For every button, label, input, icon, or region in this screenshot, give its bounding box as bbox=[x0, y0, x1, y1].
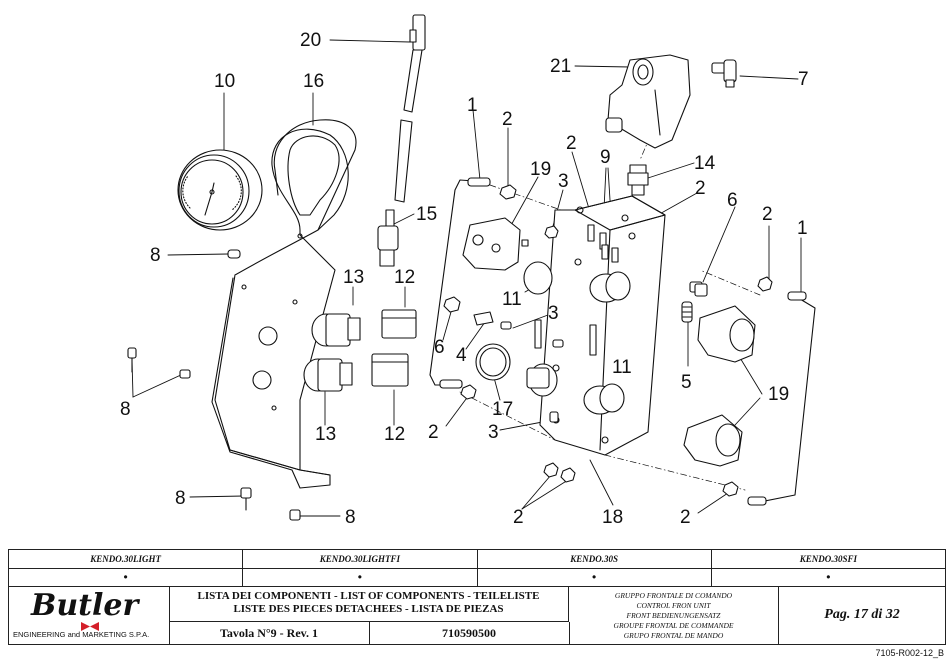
callout-11-b: 11 bbox=[612, 357, 632, 378]
document-code: 7105-R002-12_B bbox=[875, 648, 944, 658]
callout-2-c: 2 bbox=[695, 178, 706, 199]
model-mark: • bbox=[826, 570, 831, 584]
part-17-ring bbox=[475, 343, 511, 381]
group-desc-line: GRUPPO FRONTALE DI COMANDO bbox=[614, 591, 733, 600]
group-desc-line: FRONT BEDIENUNGENSATZ bbox=[626, 611, 721, 620]
part-21-cap bbox=[605, 54, 691, 149]
model-mark-row: • • • • bbox=[9, 568, 945, 587]
bowtie-icon bbox=[81, 622, 99, 631]
model-name: KENDO.30LIGHTFI bbox=[243, 550, 478, 568]
callout-3-b: 3 bbox=[548, 303, 559, 324]
list-title-line: LISTE DES PIECES DETACHEES - LISTA DE PI… bbox=[233, 603, 504, 615]
group-desc-line: GROUPE FRONTAL DE COMMANDE bbox=[613, 621, 734, 630]
callout-8-b: 8 bbox=[120, 399, 131, 420]
callout-1-left: 1 bbox=[467, 95, 478, 116]
callout-17: 17 bbox=[492, 399, 514, 420]
part-1-rod-left bbox=[429, 177, 491, 389]
brand-subtitle: ENGINEERING and MARKETING S.P.A. bbox=[13, 630, 150, 639]
group-desc-line: CONTROL FRON UNIT bbox=[636, 601, 711, 610]
components-list-title: LISTA DEI COMPONENTI - LIST OF COMPONENT… bbox=[169, 586, 569, 622]
callout-3-a: 3 bbox=[558, 171, 569, 192]
callout-16: 16 bbox=[303, 71, 325, 92]
callout-2-e: 2 bbox=[428, 422, 439, 443]
callout-4: 4 bbox=[456, 345, 467, 366]
callout-1-right: 1 bbox=[797, 218, 808, 239]
part-13-switches bbox=[303, 313, 361, 392]
callout-2-a: 2 bbox=[502, 109, 513, 130]
callout-2-b: 2 bbox=[566, 133, 577, 154]
part-20-tube bbox=[394, 14, 426, 203]
callout-8-a: 8 bbox=[150, 245, 161, 266]
part-4-screw bbox=[473, 311, 494, 326]
part-14-nipple bbox=[627, 164, 649, 196]
list-title-line: LISTA DEI COMPONENTI - LIST OF COMPONENT… bbox=[197, 590, 540, 602]
callout-10: 10 bbox=[214, 71, 236, 92]
callout-3-c: 3 bbox=[488, 422, 499, 443]
callout-2-g: 2 bbox=[680, 507, 691, 528]
callout-6-a: 6 bbox=[727, 190, 738, 211]
page-number: Pag. 17 di 32 bbox=[824, 607, 900, 622]
callout-8-d: 8 bbox=[345, 507, 356, 528]
parts-illustration bbox=[127, 14, 816, 521]
part-10-gauge bbox=[177, 149, 263, 231]
model-header-row: KENDO.30LIGHT KENDO.30LIGHTFI KENDO.30S … bbox=[9, 550, 945, 569]
brand-logo: Butler ENGINEERING and MARKETING S.P.A. bbox=[9, 586, 170, 644]
callout-6-b: 6 bbox=[434, 337, 445, 358]
callout-11-a: 11 bbox=[502, 289, 522, 310]
model-name: KENDO.30SFI bbox=[799, 554, 857, 564]
part-8-screws bbox=[127, 249, 301, 521]
part-7-elbow bbox=[711, 59, 737, 88]
group-description: GRUPPO FRONTALE DI COMANDO CONTROL FRON … bbox=[569, 586, 779, 644]
exploded-view-drawing: 20 10 16 21 7 1 2 19 3 2 9 14 2 15 8 13 … bbox=[120, 14, 816, 528]
brand-name: Butler bbox=[31, 588, 139, 623]
callout-13-a: 13 bbox=[343, 267, 365, 288]
callout-12-b: 12 bbox=[384, 424, 406, 445]
model-mark: • bbox=[243, 568, 478, 586]
table-revision: Tavola N°9 - Rev. 1 bbox=[169, 622, 370, 644]
callout-12-a: 12 bbox=[394, 267, 416, 288]
part-15-fitting bbox=[377, 209, 399, 267]
callout-15: 15 bbox=[416, 204, 438, 225]
callout-20: 20 bbox=[300, 30, 322, 51]
group-desc-line: GRUPO FRONTAL DE MANDO bbox=[623, 631, 724, 640]
callout-2-d: 2 bbox=[762, 204, 773, 225]
model-mark: • bbox=[478, 568, 712, 586]
part-12-relays bbox=[371, 309, 417, 387]
callout-8-c: 8 bbox=[175, 488, 186, 509]
small-nuts bbox=[443, 184, 773, 497]
callout-18: 18 bbox=[602, 507, 624, 528]
callout-5: 5 bbox=[681, 372, 692, 393]
model-name: KENDO.30S bbox=[478, 550, 712, 568]
model-name: KENDO.30LIGHT bbox=[9, 550, 244, 568]
callout-21: 21 bbox=[550, 56, 572, 77]
callout-19-b: 19 bbox=[768, 384, 790, 405]
part-16-panel bbox=[211, 119, 357, 489]
callout-14: 14 bbox=[694, 153, 716, 174]
callout-2-f: 2 bbox=[513, 507, 524, 528]
callout-9: 9 bbox=[600, 147, 611, 168]
part-5-spring bbox=[681, 301, 693, 323]
small-spacers bbox=[526, 244, 708, 389]
part-code: 710590500 bbox=[369, 622, 570, 644]
model-mark: • bbox=[9, 568, 244, 586]
callout-7: 7 bbox=[798, 69, 809, 90]
callout-13-b: 13 bbox=[315, 424, 337, 445]
title-block: KENDO.30LIGHT KENDO.30LIGHTFI KENDO.30S … bbox=[8, 549, 946, 645]
callout-19-a: 19 bbox=[530, 159, 552, 180]
part-1-rod-right bbox=[747, 291, 816, 506]
part-19-valves bbox=[462, 217, 756, 467]
